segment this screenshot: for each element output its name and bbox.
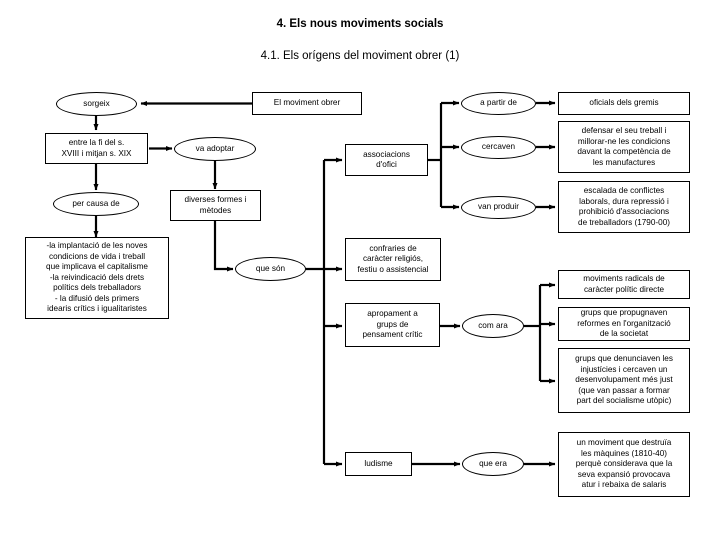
node-per-causa-de[interactable]: per causa de <box>53 192 139 216</box>
node-oficials-gremis[interactable]: oficials dels gremis <box>558 92 690 115</box>
page-title: 4. Els nous moviments socials <box>276 18 444 30</box>
node-com-ara[interactable]: com ara <box>462 314 524 338</box>
node-a-partir-de[interactable]: a partir de <box>461 92 536 115</box>
node-a-partir-de-label: a partir de <box>480 98 517 108</box>
node-per-causa-de-label: per causa de <box>72 198 120 208</box>
page-subtitle: 4.1. Els orígens del moviment obrer (1) <box>260 50 460 62</box>
node-va-adoptar[interactable]: va adoptar <box>174 137 256 161</box>
node-cercaven[interactable]: cercaven <box>461 136 536 159</box>
node-entre-fi-segles-label: entre la fi del s.XVIII i mitjan s. XIX <box>61 138 132 158</box>
node-van-produir[interactable]: van produir <box>461 196 536 219</box>
node-va-adoptar-label: va adoptar <box>195 143 235 153</box>
node-moviment-obrer-label: El moviment obrer <box>273 98 341 108</box>
node-com-ara-label: com ara <box>478 320 508 330</box>
node-que-era[interactable]: que era <box>462 452 524 476</box>
node-oficials-gremis-label: oficials dels gremis <box>589 98 659 108</box>
node-ludisme[interactable]: ludisme <box>345 452 412 476</box>
node-cercaven-label: cercaven <box>481 142 516 152</box>
node-que-son[interactable]: que són <box>235 257 306 281</box>
node-ludisme-label: ludisme <box>364 458 393 468</box>
node-sorgeix-label: sorgeix <box>83 98 110 108</box>
node-entre-fi-segles[interactable]: entre la fi del s.XVIII i mitjan s. XIX <box>45 133 148 164</box>
node-sorgeix[interactable]: sorgeix <box>56 92 137 116</box>
node-moviment-obrer[interactable]: El moviment obrer <box>252 92 362 115</box>
edge-diverses-quesion <box>213 221 234 272</box>
node-que-era-label: que era <box>479 458 507 468</box>
node-que-son-label: que són <box>255 263 286 273</box>
node-van-produir-label: van produir <box>478 202 519 212</box>
